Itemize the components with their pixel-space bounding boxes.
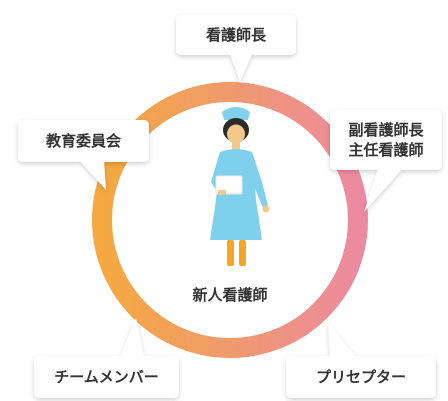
node-head-nurse-label: 看護師長 xyxy=(205,26,266,44)
node-education-committee-label: 教育委員会 xyxy=(45,132,121,150)
bubble-top xyxy=(176,15,296,82)
bubble-right xyxy=(330,110,442,212)
node-chief-nurse-label: 主任看護師 xyxy=(348,141,424,159)
relationship-ring xyxy=(92,82,368,358)
node-education-committee: 教育委員会 xyxy=(18,120,149,162)
node-preceptor: プリセプター xyxy=(286,356,436,398)
node-team-member: チームメンバー xyxy=(34,356,179,398)
node-deputy-head-nurse-label: 副看護師長 xyxy=(348,121,424,139)
node-deputy-head-nurse: 副看護師長 主任看護師 xyxy=(330,110,442,170)
node-preceptor-label: プリセプター xyxy=(315,368,406,386)
node-team-member-label: チームメンバー xyxy=(54,368,159,386)
nurse-icon xyxy=(210,107,270,266)
bubble-left xyxy=(18,120,149,190)
center-new-nurse-label: 新人看護師 xyxy=(192,286,268,304)
bubble-bottom-left xyxy=(34,318,179,398)
bubble-bottom-right xyxy=(286,322,436,398)
node-head-nurse: 看護師長 xyxy=(176,15,296,55)
